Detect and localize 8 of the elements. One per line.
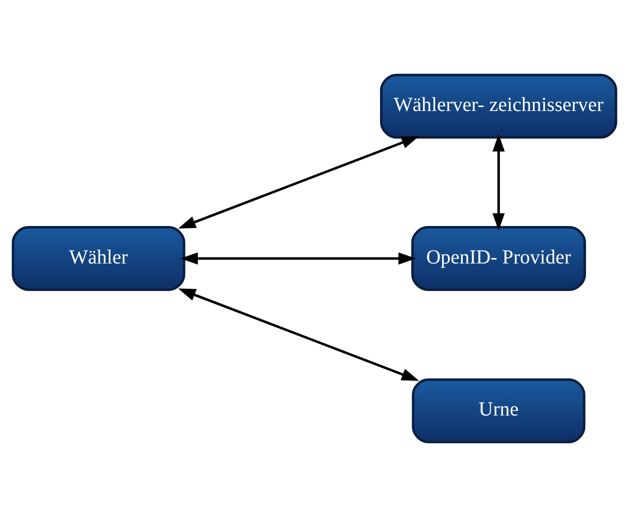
arrow xyxy=(178,288,420,380)
node-box: Urne xyxy=(412,378,586,443)
node-box: Wählerver- zeichnisserver xyxy=(380,73,618,138)
node-box: OpenID- Provider xyxy=(411,226,586,290)
arrow xyxy=(178,136,420,228)
arrow xyxy=(180,252,416,264)
arrow xyxy=(492,134,505,230)
node-box: Wähler xyxy=(12,226,186,290)
